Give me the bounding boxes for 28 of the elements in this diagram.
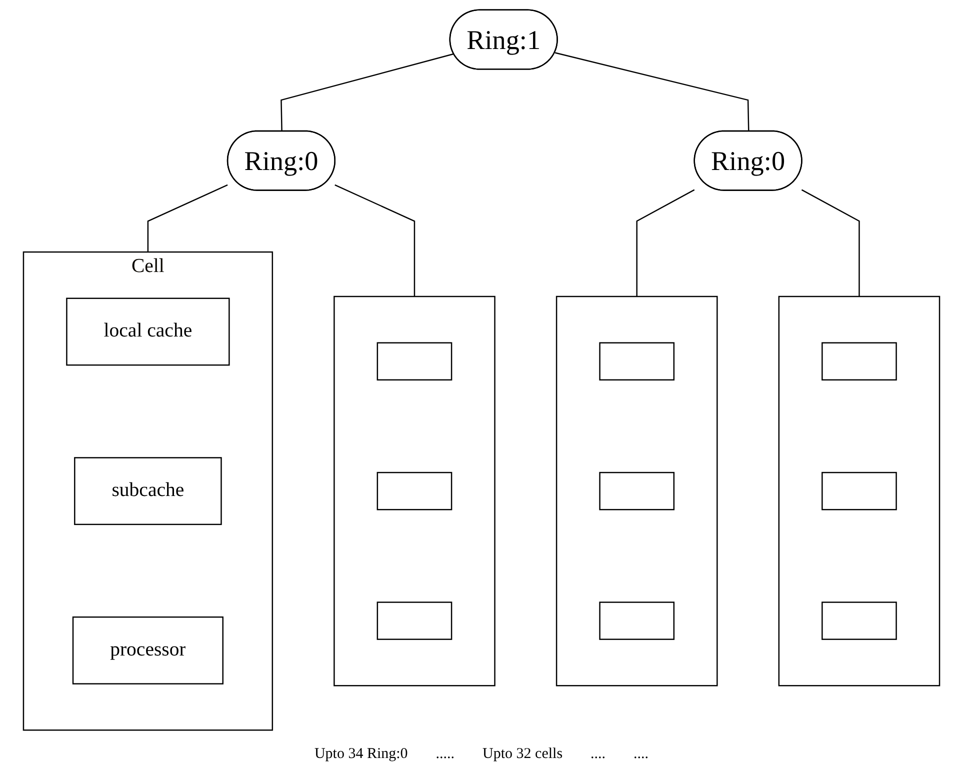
connector xyxy=(801,189,860,296)
node-box xyxy=(599,472,675,510)
connector xyxy=(636,189,695,296)
connector xyxy=(147,184,228,252)
node-box xyxy=(822,342,897,380)
ellipsis-text: ..... xyxy=(436,746,455,763)
connector xyxy=(334,184,416,296)
node-box xyxy=(376,602,452,640)
note-text: Upto 34 Ring:0 xyxy=(314,746,408,763)
node-box xyxy=(376,342,452,380)
ellipsis-text: .... xyxy=(590,746,606,763)
connector xyxy=(554,52,750,132)
node-box xyxy=(599,602,675,640)
ellipsis-text: .... xyxy=(634,746,649,763)
node-box xyxy=(376,472,452,510)
note-text: Upto 32 cells xyxy=(482,746,563,763)
cluster xyxy=(556,296,718,686)
cluster xyxy=(334,296,496,686)
cluster xyxy=(22,251,274,731)
node-box: local cache xyxy=(66,298,230,366)
cluster xyxy=(778,296,940,686)
node-box xyxy=(599,342,675,380)
node-label: Cell xyxy=(131,256,164,277)
node-box xyxy=(822,602,897,640)
node-box xyxy=(822,472,897,510)
node-box: subcache xyxy=(74,457,222,526)
node-box: processor xyxy=(72,616,224,684)
connector xyxy=(280,53,454,132)
